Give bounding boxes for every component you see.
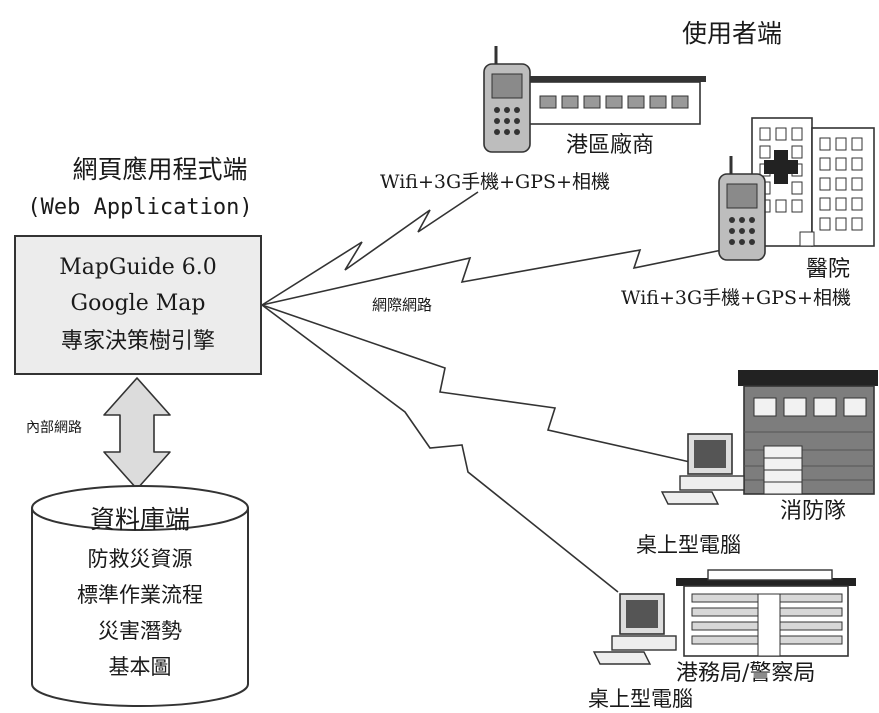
medical-cross-icon — [764, 150, 798, 184]
fire-brigade-device: 桌上型電腦 — [636, 533, 741, 557]
database-cylinder — [31, 508, 249, 707]
hospital-node: 醫院 Wifi+3G手機+GPS+相機 — [621, 117, 875, 309]
link-to-port-vendor — [261, 191, 479, 306]
mobile-phone-icon — [718, 156, 766, 261]
database-line-4: 基本圖 — [109, 655, 172, 679]
database-title: 資料庫端 — [90, 505, 190, 534]
port-police-device: 桌上型電腦 — [588, 687, 693, 711]
intranet-arrow: 內部網路 — [26, 377, 171, 490]
warehouse-icon — [522, 76, 706, 125]
web-app-box — [14, 235, 262, 375]
hospital-building-icon — [751, 117, 875, 247]
desktop-computer-icon — [660, 433, 745, 505]
office-building-icon — [676, 569, 856, 657]
link-to-port-police — [261, 304, 619, 593]
link-to-hospital — [261, 248, 723, 306]
mobile-phone-icon — [483, 46, 531, 153]
web-app-node: 網頁應用程式端 (Web Application) MapGuide 6.0 G… — [14, 155, 262, 375]
hospital-device: Wifi+3G手機+GPS+相機 — [621, 287, 851, 309]
web-app-line-1: MapGuide 6.0 — [59, 255, 217, 280]
database-cylinder-top — [31, 485, 249, 531]
hospital-label: 醫院 — [806, 257, 850, 282]
client-side-title: 使用者端 — [682, 19, 782, 48]
fire-brigade-label: 消防隊 — [780, 499, 846, 524]
intranet-label: 內部網路 — [26, 420, 82, 436]
web-app-line-2: Google Map — [71, 291, 206, 316]
database-line-2: 標準作業流程 — [77, 583, 203, 607]
web-app-line-3: 專家決策樹引擎 — [61, 329, 215, 354]
web-app-title: 網頁應用程式端 — [72, 155, 247, 184]
network-links — [261, 191, 723, 593]
double-arrow-icon — [103, 377, 171, 490]
database-line-1: 防救災資源 — [88, 547, 193, 571]
fire-station-icon — [738, 370, 878, 495]
database-node: 資料庫端 防救災資源 標準作業流程 災害潛勢 基本圖 — [31, 485, 249, 707]
internet-label: 網際網路 — [372, 296, 432, 314]
port-vendor-device: Wifi+3G手機+GPS+相機 — [380, 171, 610, 193]
database-line-3: 災害潛勢 — [98, 619, 182, 643]
web-app-subtitle: (Web Application) — [27, 195, 252, 220]
port-police-label: 港務局/警察局 — [676, 661, 815, 686]
link-to-fire-brigade — [261, 304, 691, 463]
fire-brigade-node: 消防隊 桌上型電腦 — [636, 370, 878, 557]
port-vendor-node: 港區廠商 Wifi+3G手機+GPS+相機 — [380, 46, 706, 193]
port-vendor-label: 港區廠商 — [566, 133, 654, 158]
port-police-node: 港務局/警察局 桌上型電腦 — [588, 569, 856, 711]
desktop-computer-icon — [592, 593, 677, 665]
